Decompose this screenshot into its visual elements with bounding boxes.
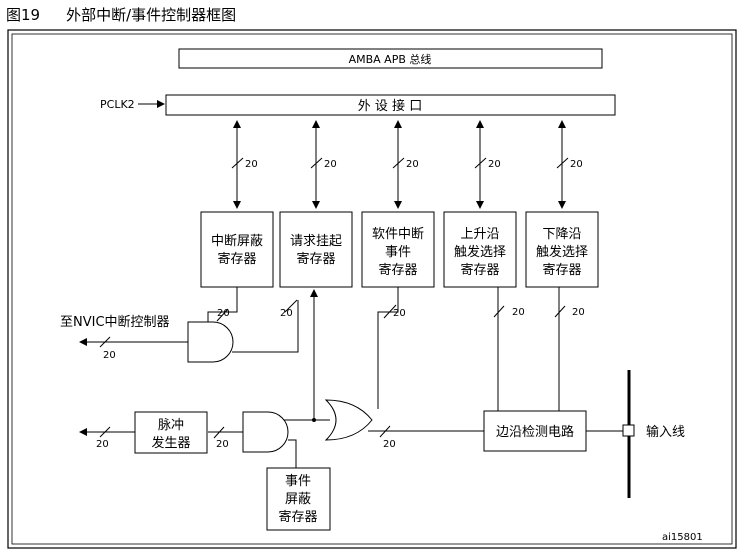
bus-link-1: 20 <box>231 120 258 209</box>
bus-link-4: 20 <box>474 120 501 209</box>
svg-text:触发选择: 触发选择 <box>454 244 506 260</box>
svg-text:触发选择: 触发选择 <box>536 244 588 260</box>
bus-width-label: 20 <box>570 159 583 170</box>
svg-text:寄存器: 寄存器 <box>278 509 317 525</box>
outer-frame <box>7 29 737 549</box>
figure-caption: 图19 外部中断/事件控制器框图 <box>6 4 236 25</box>
bus-link-2: 20 <box>310 120 337 209</box>
bus-width-label: 20 <box>512 307 525 318</box>
event-and-gate <box>242 411 289 453</box>
bus-width-label: 20 <box>572 307 585 318</box>
svg-text:寄存器: 寄存器 <box>378 262 417 278</box>
peripheral-interface-label: 外 设 接 口 <box>358 98 422 114</box>
svg-text:软件中断: 软件中断 <box>372 227 424 242</box>
svg-text:事件: 事件 <box>285 474 311 489</box>
falling-trigger-register: 下降沿 触发选择 寄存器 <box>525 211 599 288</box>
inner-frame <box>11 33 733 545</box>
bus-width-label: 20 <box>96 439 109 450</box>
svg-text:寄存器: 寄存器 <box>460 262 499 278</box>
bus-width-label: 20 <box>280 308 293 319</box>
edge-detect-circuit: 边沿检测电路 <box>483 410 587 452</box>
svg-text:上升沿: 上升沿 <box>460 227 499 242</box>
svg-text:下降沿: 下降沿 <box>542 227 581 242</box>
bus-width-label: 20 <box>324 159 337 170</box>
pulse-generator: 脉冲 发生器 <box>134 411 208 454</box>
event-mask-register: 事件 屏蔽 寄存器 <box>266 467 331 531</box>
input-pin <box>622 424 635 437</box>
input-line-label: 输入线 <box>646 424 685 440</box>
figure-number: 图19 <box>6 6 41 24</box>
amba-apb-bus <box>178 48 603 69</box>
to-nvic-label: 至NVIC中断控制器 <box>60 315 170 330</box>
svg-text:寄存器: 寄存器 <box>296 251 335 267</box>
bus-width-label: 20 <box>393 308 406 319</box>
svg-text:发生器: 发生器 <box>151 435 190 451</box>
bus-link-5: 20 <box>556 120 583 209</box>
svg-text:边沿检测电路: 边沿检测电路 <box>496 424 574 440</box>
svg-text:屏蔽: 屏蔽 <box>285 492 311 507</box>
bus-width-label: 20 <box>406 159 419 170</box>
svg-text:中断屏蔽: 中断屏蔽 <box>211 234 263 249</box>
bus-link-3: 20 <box>392 120 419 209</box>
svg-text:寄存器: 寄存器 <box>217 251 256 267</box>
pending-register: 请求挂起 寄存器 <box>279 211 353 288</box>
bus-width-label: 20 <box>217 308 230 319</box>
software-interrupt-event-register: 软件中断 事件 寄存器 <box>361 211 435 288</box>
bus-width-label: 20 <box>488 159 501 170</box>
svg-text:事件: 事件 <box>385 245 411 260</box>
rising-trigger-register: 上升沿 触发选择 寄存器 <box>443 211 517 288</box>
bus-width-label: 20 <box>245 159 258 170</box>
pclk2-label: PCLK2 <box>100 98 135 111</box>
amba-apb-label: AMBA APB 总线 <box>349 52 432 66</box>
or-gate <box>324 399 373 441</box>
bus-width-label: 20 <box>383 439 396 450</box>
peripheral-interface <box>165 94 616 116</box>
figure-title: 外部中断/事件控制器框图 <box>66 6 237 24</box>
svg-text:寄存器: 寄存器 <box>542 262 581 278</box>
nvic-and-gate <box>187 321 234 363</box>
figure-id: ai15801 <box>662 532 703 543</box>
svg-text:请求挂起: 请求挂起 <box>290 234 342 249</box>
bus-width-label: 20 <box>216 439 229 450</box>
bus-width-label: 20 <box>103 350 116 361</box>
interrupt-mask-register: 中断屏蔽 寄存器 <box>200 211 274 288</box>
svg-text:脉冲: 脉冲 <box>158 418 184 433</box>
